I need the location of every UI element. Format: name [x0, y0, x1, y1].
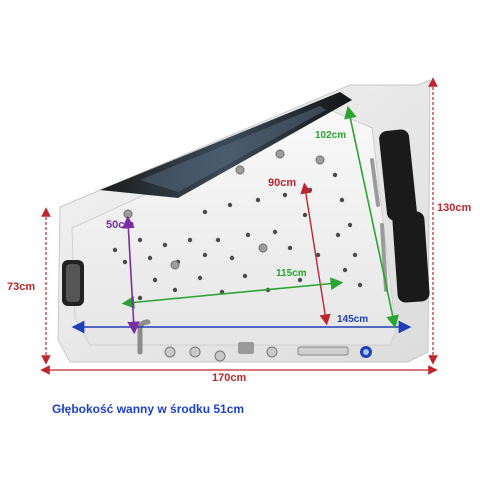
headrest-pillow-lower — [392, 211, 430, 303]
depth-caption: Głębokość wanny w środku 51cm — [52, 402, 245, 416]
label-overall-width: 170cm — [212, 372, 247, 384]
label-inner-diagonal: 115cm — [276, 268, 307, 279]
control-knobs — [164, 342, 372, 362]
label-inner-top-edge: 102cm — [315, 130, 347, 141]
label-right-height: 130cm — [437, 202, 472, 214]
label-seat-height: 50cm — [106, 219, 135, 231]
dim-line-115 — [121, 277, 344, 309]
label-inner-length: 145cm — [337, 314, 369, 325]
label-left-height: 73cm — [7, 281, 36, 293]
dim-line-102 — [344, 105, 399, 329]
dim-line-50 — [121, 215, 141, 335]
label-inner-depth: 90cm — [268, 177, 297, 189]
